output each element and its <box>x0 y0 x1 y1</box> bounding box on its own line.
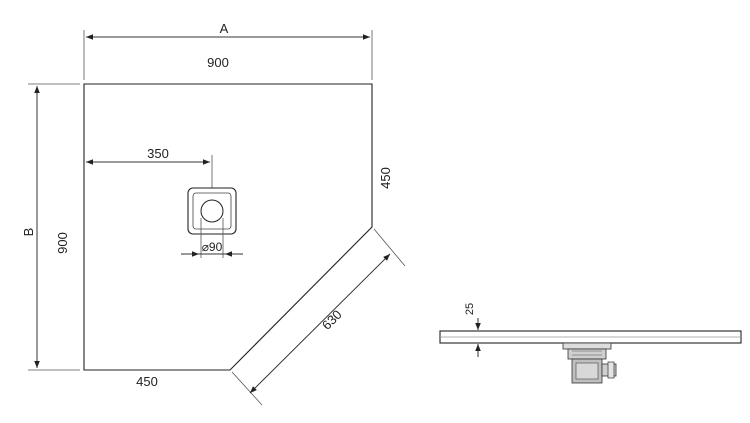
bottom-side-value: 450 <box>136 374 158 389</box>
dimension-a-label: A <box>220 21 229 36</box>
diagonal-value: 630 <box>319 307 345 333</box>
drain-offset-value: 350 <box>147 146 169 161</box>
dimension-b: B 900 <box>21 83 80 371</box>
thickness-value: 25 <box>464 303 476 315</box>
drain-trap-icon <box>562 342 617 384</box>
width-value: 900 <box>207 55 229 70</box>
thickness-dimension: 25 <box>464 303 481 357</box>
dimension-a: A 900 <box>83 21 373 80</box>
drain-offset-dimension: 350 <box>86 146 213 190</box>
drain-diameter-value: ⌀90 <box>202 240 223 254</box>
dimension-b-label: B <box>21 228 36 237</box>
height-value: 900 <box>55 232 70 254</box>
side-view: 25 <box>439 303 742 384</box>
plan-view: A 900 B 900 350 ⌀90 <box>21 21 406 406</box>
right-side-value: 450 <box>378 167 393 189</box>
drain: ⌀90 <box>181 187 243 258</box>
